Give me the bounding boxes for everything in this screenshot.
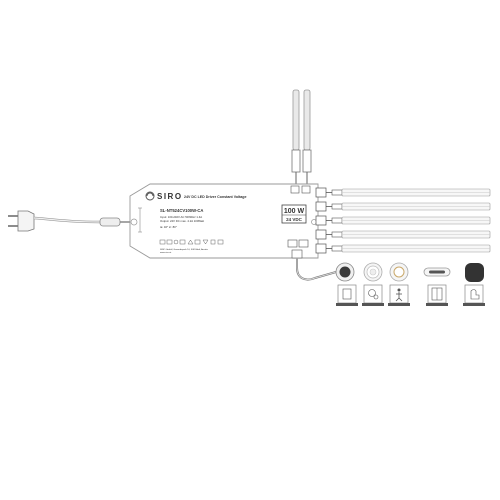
input-spec: Input: 100-240V AC 50/60Hz 1.4A [160, 215, 202, 219]
furniture-mark-icon [202, 239, 209, 245]
output-channel-4 [315, 229, 491, 240]
model-number: SL-NT524CV100W-CA [160, 208, 203, 213]
dimmer-device [363, 262, 383, 282]
function-motion [388, 284, 410, 306]
class-ii-icon [179, 239, 186, 245]
touch-sensor-icon [465, 263, 484, 282]
function-dimmer [362, 284, 384, 306]
function-icons [336, 284, 485, 306]
weee-icon [210, 239, 216, 245]
function-switch [336, 284, 358, 306]
mounting-hole-icon [130, 218, 138, 226]
touch-hand-icon [470, 289, 480, 300]
dimmer-function-icon [368, 289, 376, 297]
indoor-use-icon [217, 239, 224, 245]
footer-line-1: SIRO GmbH, Gewerbepark 10, 5081 Anif, Au… [160, 248, 209, 251]
brand-label: SIRO [157, 192, 183, 201]
switch-icon [339, 266, 351, 278]
output-channel-2 [315, 201, 491, 212]
mains-plug [8, 210, 130, 232]
person-motion-icon [397, 288, 401, 292]
power-rating: 100 W [284, 208, 305, 215]
ukca-mark-icon [166, 239, 173, 245]
door-contact-icon [429, 270, 445, 274]
certification-marks [159, 239, 224, 245]
output-spec: Output: 24V DC max. 4.2A 100Watt [160, 219, 204, 223]
function-touch [463, 284, 485, 306]
power-badge: 100 W 24 VDC [281, 204, 307, 224]
ip-mark-icon [173, 239, 179, 245]
voltage-rating: 24 VDC [286, 217, 303, 222]
ce-mark-icon [159, 239, 166, 245]
siro-logo: SIRO [145, 191, 183, 201]
warning-icon [187, 239, 194, 245]
motion-sensor-device [389, 262, 409, 282]
function-door [426, 284, 448, 306]
output-channel-5 [315, 243, 491, 254]
accessory-devices [335, 262, 484, 282]
switch-device [335, 262, 355, 282]
door-contact-device [423, 267, 451, 277]
output-channel-3 [315, 215, 491, 226]
output-channel-1 [315, 187, 491, 198]
driver-title: 24V DC LED Driver Constant Voltage [184, 195, 246, 199]
top-output-cables [291, 89, 312, 186]
sensor-cable [296, 258, 337, 281]
ta-rating: ta: 40° tc: 80° [160, 225, 177, 229]
touch-sensor-device [465, 263, 484, 282]
output-terminals [315, 187, 491, 254]
smps-icon [194, 239, 201, 245]
switch-function-icon [342, 288, 352, 300]
led-driver-housing: SIRO 24V DC LED Driver Constant Voltage … [129, 183, 319, 259]
footer-line-2: www.siro.at [160, 251, 172, 254]
motion-sensor-icon [393, 266, 405, 278]
top-terminals [290, 185, 311, 194]
